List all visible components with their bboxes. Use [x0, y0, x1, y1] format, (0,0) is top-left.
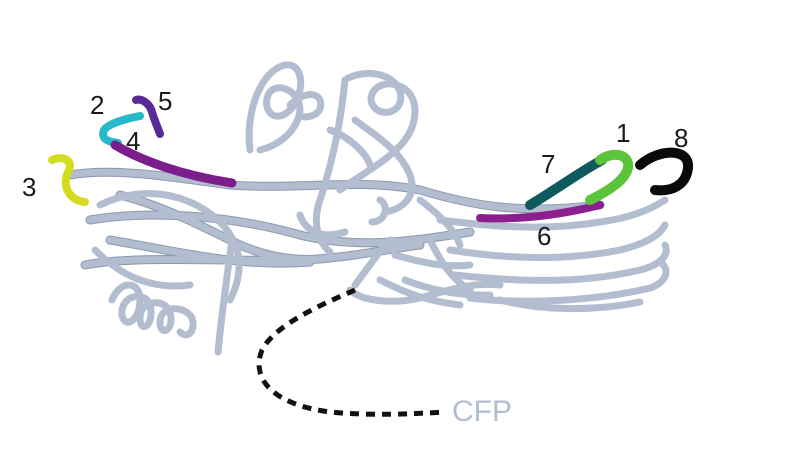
loop-label-6: 6	[537, 221, 551, 251]
loop-label-8: 8	[674, 123, 688, 153]
loop-7-segment	[525, 155, 607, 210]
loop-2-segment	[99, 112, 144, 147]
loop-4-segment	[110, 140, 237, 188]
loop-8-segment	[635, 147, 693, 196]
loop-3-segment	[48, 154, 89, 206]
backbone-strands	[66, 61, 670, 356]
loop-label-5: 5	[158, 86, 172, 116]
linker-dotted-line	[256, 287, 446, 417]
loop-6-segment	[476, 201, 604, 223]
loop-label-3: 3	[22, 172, 36, 202]
colored-loops	[48, 95, 693, 223]
protein-backbone	[65, 61, 670, 356]
loop-1-segment	[585, 149, 634, 205]
loop-5-segment	[132, 95, 164, 138]
cfp-label: CFP	[452, 395, 512, 428]
loop-label-2: 2	[90, 90, 104, 120]
loop-label-7: 7	[541, 149, 555, 179]
loop-label-4: 4	[126, 126, 140, 156]
loop-label-1: 1	[616, 118, 630, 148]
